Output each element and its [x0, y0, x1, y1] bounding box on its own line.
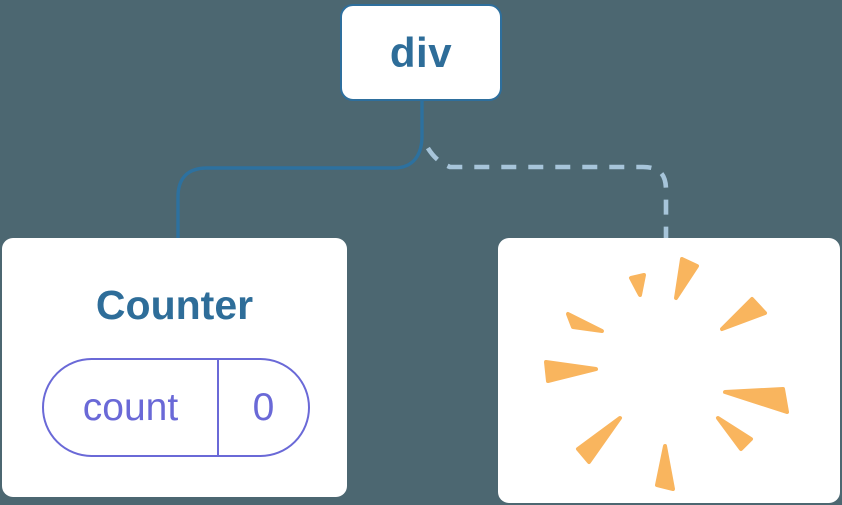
dashed-edge-div-to-removed: [421, 139, 669, 238]
solid-edge-div-to-counter: [176, 101, 424, 238]
div-node-label: div: [389, 28, 453, 76]
counter-node-title: Counter: [95, 282, 254, 328]
state-value: 0: [252, 385, 275, 429]
tree-node-counter: Counter count 0: [2, 238, 347, 497]
tree-node-removed: [498, 238, 840, 503]
state-key-label: count: [44, 360, 219, 455]
poof-burst-icon: [544, 257, 789, 491]
tree-node-div: div: [340, 4, 502, 101]
state-pill: count 0: [42, 358, 310, 457]
